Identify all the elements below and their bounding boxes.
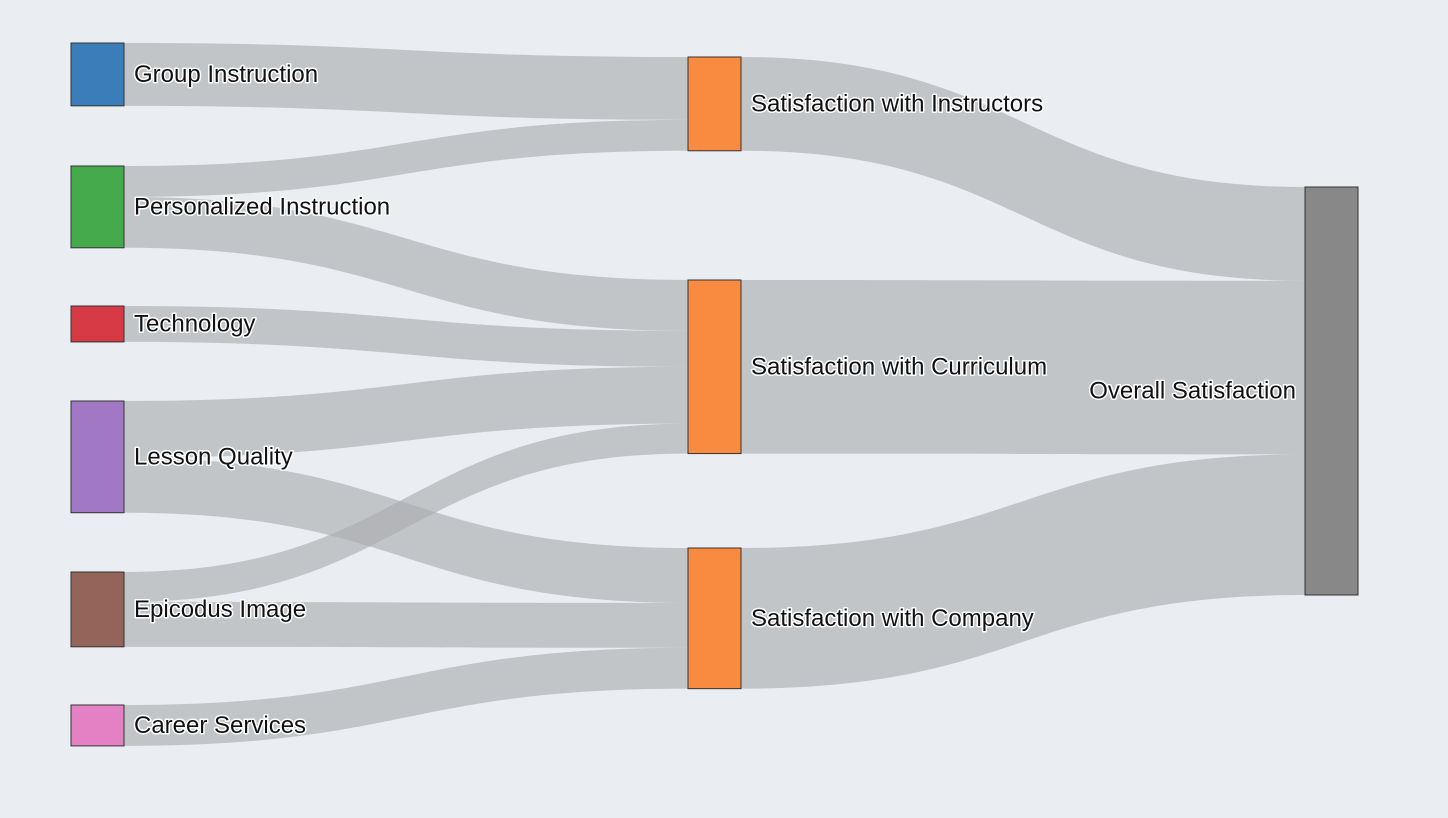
node-label-sat-curriculum: Satisfaction with Curriculum xyxy=(751,353,1047,380)
link-sat_curriculum-to-overall[interactable] xyxy=(741,280,1305,455)
node-lesson-quality[interactable] xyxy=(70,400,125,514)
node-label-sat-company: Satisfaction with Company xyxy=(751,605,1034,632)
node-label-lesson-quality: Lesson Quality xyxy=(134,443,293,470)
node-career-services[interactable] xyxy=(70,704,125,747)
link-lesson_quality-to-sat_company[interactable] xyxy=(124,457,688,603)
link-personalized_instruction-to-sat_instructors[interactable] xyxy=(124,119,688,197)
node-sat-instructors[interactable] xyxy=(687,56,742,152)
link-personalized_instruction-to-sat_curriculum[interactable] xyxy=(124,196,688,331)
node-epicodus-image[interactable] xyxy=(70,571,125,648)
node-sat-curriculum[interactable] xyxy=(687,279,742,455)
node-group-instruction[interactable] xyxy=(70,42,125,107)
node-label-technology: Technology xyxy=(134,310,255,337)
node-label-group-instruction: Group Instruction xyxy=(134,61,318,88)
link-career_services-to-sat_company[interactable] xyxy=(124,647,688,746)
link-lesson_quality-to-sat_curriculum[interactable] xyxy=(124,366,688,458)
link-epicodus_image-to-sat_company[interactable] xyxy=(124,601,688,648)
links-layer xyxy=(124,43,1305,746)
link-epicodus_image-to-sat_curriculum[interactable] xyxy=(124,423,688,602)
node-sat-company[interactable] xyxy=(687,547,742,690)
node-technology[interactable] xyxy=(70,305,125,343)
node-label-personalized-instruction: Personalized Instruction xyxy=(134,193,390,220)
node-label-sat-instructors: Satisfaction with Instructors xyxy=(751,90,1043,117)
node-personalized-instruction[interactable] xyxy=(70,165,125,249)
link-group_instruction-to-sat_instructors[interactable] xyxy=(124,43,688,120)
node-label-overall: Overall Satisfaction xyxy=(1089,378,1296,405)
node-label-career-services: Career Services xyxy=(134,712,306,739)
link-sat_company-to-overall[interactable] xyxy=(741,454,1305,689)
node-overall[interactable] xyxy=(1304,186,1359,596)
link-sat_instructors-to-overall[interactable] xyxy=(741,57,1305,281)
nodes-layer xyxy=(70,42,1359,747)
node-label-epicodus-image: Epicodus Image xyxy=(134,596,306,623)
link-technology-to-sat_curriculum[interactable] xyxy=(124,306,688,367)
